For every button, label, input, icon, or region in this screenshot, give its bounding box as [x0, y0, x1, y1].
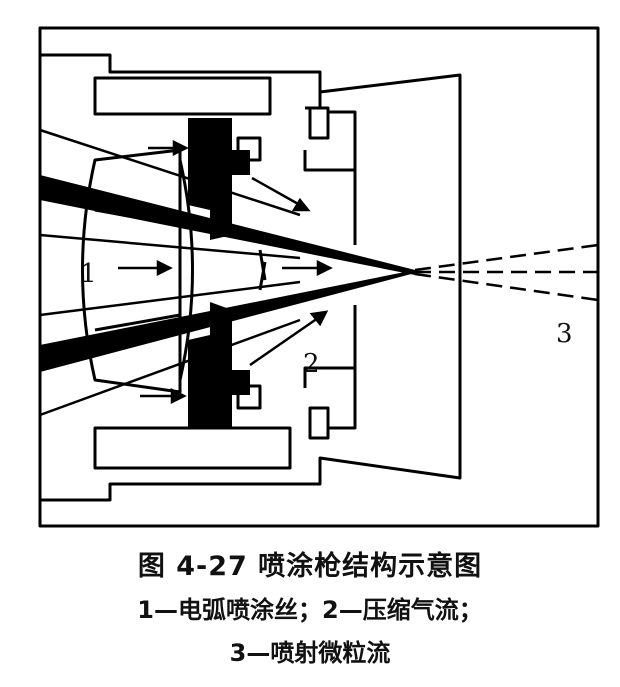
- figure-title: 图 4-27 喷涂枪结构示意图: [137, 551, 483, 582]
- locator-top: [308, 106, 330, 140]
- label-particle-stream: 3: [556, 319, 573, 349]
- cooling-channel-bottom: [93, 426, 292, 470]
- airflow-arrowhead-top: [172, 139, 189, 157]
- wire-guide-bottom: [39, 280, 301, 417]
- spray-line-lower: [414, 272, 599, 302]
- nozzle-cone-bottom: [320, 305, 357, 430]
- airflow-arrowhead-center: [156, 259, 173, 277]
- wire-bottom: [40, 270, 415, 372]
- nozzle-housing: [40, 53, 462, 502]
- conductive-block-top: [188, 118, 250, 240]
- airflow-arrow-upper-diag: [251, 176, 301, 207]
- spray-line-upper: [414, 243, 599, 272]
- airflow-arrowhead-nozzle: [316, 259, 333, 277]
- locator-bottom: [308, 406, 330, 440]
- airflow-arrow-lower-diag: [249, 316, 319, 367]
- nozzle-cone-top: [320, 110, 357, 245]
- airflow-arrowhead-upper-diag: [291, 197, 311, 212]
- air-cap-inner: [178, 159, 194, 381]
- outer-frame: [38, 26, 600, 528]
- cooling-channel-top: [93, 76, 272, 116]
- wire-top: [40, 175, 415, 275]
- legend-line-1: 1—电弧喷涂丝；2—压缩气流；: [137, 596, 483, 624]
- label-wire: 1: [80, 259, 97, 289]
- conductive-block-bottom: [188, 302, 250, 428]
- airflow-arrowhead-lower-diag: [309, 310, 329, 327]
- airflow-arrowhead-bottom: [170, 387, 187, 405]
- housing-top-step: [305, 92, 322, 110]
- legend-line-2: 3—喷射微粒流: [229, 639, 391, 667]
- wire-guide-top: [39, 128, 301, 260]
- spray-gun-diagram: 1 2 3: [38, 26, 600, 528]
- label-compressed-air: 2: [303, 349, 320, 379]
- nozzle-step-bottom: [303, 366, 355, 388]
- nozzle-step-top: [303, 150, 355, 172]
